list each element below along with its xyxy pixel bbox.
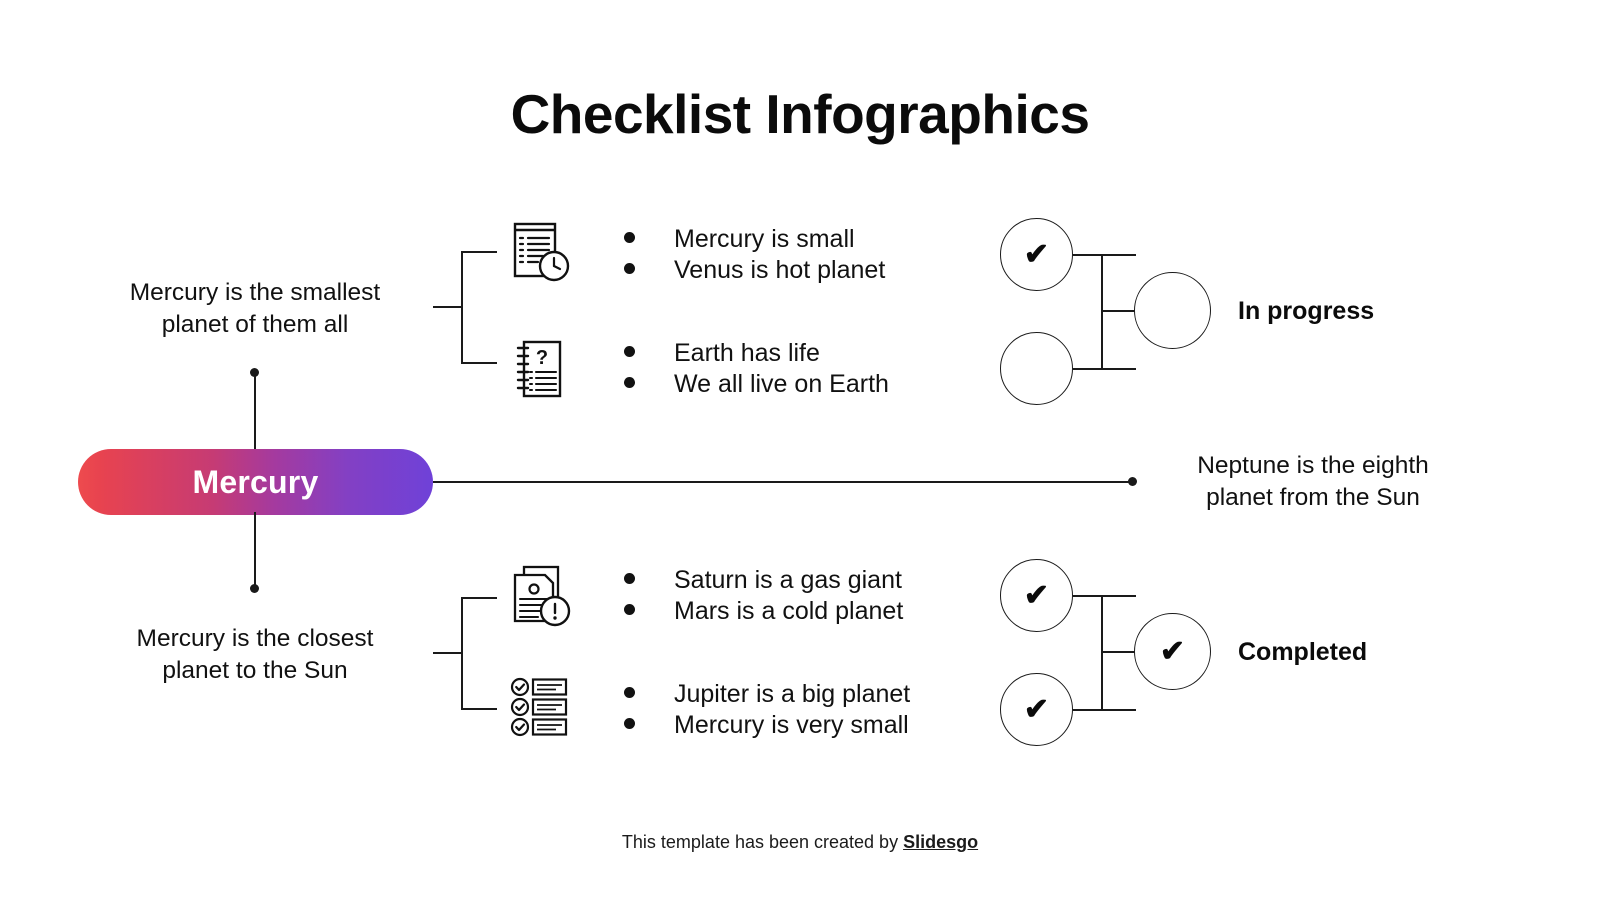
check-icon: ✔: [1023, 237, 1050, 271]
document-alert-icon: [508, 563, 572, 636]
connector-dot-up: [250, 368, 259, 377]
list-item-label: Earth has life: [674, 339, 820, 367]
footer-brand-link[interactable]: Slidesgo: [903, 832, 979, 852]
bullet-dot-icon: [624, 604, 635, 615]
list-item-label: Mercury is small: [674, 225, 855, 253]
list-item-label: Venus is hot planet: [674, 256, 886, 284]
connector-dot-right: [1128, 477, 1137, 486]
check-icon: ✔: [1023, 692, 1050, 726]
left-description-top-line2: planet of them all: [161, 311, 349, 339]
list-item: Jupiter is a big planet: [624, 679, 910, 710]
bullet-dot-icon: [624, 687, 635, 698]
left-description-top-line1: Mercury is the smallest: [129, 279, 381, 306]
center-node-label: Mercury: [192, 463, 319, 500]
cluster-line-bottom: [1073, 709, 1136, 711]
document-clock-icon: [508, 218, 572, 291]
bullet-dot-icon: [624, 573, 635, 584]
svg-text:?: ?: [536, 347, 548, 369]
bullet-dot-icon: [624, 718, 635, 729]
connector-line-right: [433, 481, 1133, 483]
bullet-dot-icon: [624, 232, 635, 243]
left-description-bottom: Mercury is the closest planet to the Sun: [90, 623, 420, 688]
list-item-label: Saturn is a gas giant: [674, 566, 902, 594]
list-item-label: Mars is a cold planet: [674, 597, 904, 625]
status-label-completed: Completed: [1238, 638, 1368, 666]
bullet-list-in-progress-1: Mercury is small Venus is hot planet: [624, 224, 885, 286]
page-title: Checklist Infographics: [510, 83, 1090, 145]
footer-credit: This template has been created by Slides…: [0, 832, 1600, 853]
list-item: Mercury is small: [624, 224, 885, 255]
status-circle-bottom[interactable]: [1000, 332, 1073, 405]
cluster-line-merge: [1101, 651, 1141, 653]
bullet-list-completed-2: Jupiter is a big planet Mercury is very …: [624, 679, 910, 741]
footer-text: This template has been created by: [621, 832, 904, 852]
list-item: Saturn is a gas giant: [624, 565, 903, 596]
checklist-icon: [508, 676, 572, 743]
bullet-dot-icon: [624, 263, 635, 274]
cluster-line-top: [1073, 254, 1136, 256]
cluster-line-vertical: [1101, 254, 1103, 370]
status-circle-merge[interactable]: [1134, 272, 1211, 349]
list-item-label: Mercury is very small: [674, 711, 909, 739]
left-description-bottom-line2: planet to the Sun: [162, 657, 348, 685]
check-icon: ✔: [1159, 634, 1186, 668]
list-item: We all live on Earth: [624, 369, 889, 400]
center-node-mercury[interactable]: Mercury: [78, 449, 433, 515]
connector-line-down: [254, 512, 256, 590]
connector-line-up: [254, 375, 256, 453]
list-item: Venus is hot planet: [624, 255, 885, 286]
status-circle-merge[interactable]: ✔: [1134, 613, 1211, 690]
connector-dot-down: [250, 584, 259, 593]
list-item-label: We all live on Earth: [674, 370, 889, 398]
cluster-line-merge: [1101, 310, 1141, 312]
status-circle-bottom[interactable]: ✔: [1000, 673, 1073, 746]
list-item: Mars is a cold planet: [624, 596, 903, 627]
check-icon: ✔: [1023, 578, 1050, 612]
left-description-top: Mercury is the smallest planet of them a…: [90, 277, 420, 342]
status-circle-top[interactable]: ✔: [1000, 559, 1073, 632]
right-description-line2: planet from the Sun: [1206, 484, 1420, 512]
cluster-line-bottom: [1073, 368, 1136, 370]
cluster-line-vertical: [1101, 595, 1103, 711]
right-description: Neptune is the eighth planet from the Su…: [1148, 450, 1478, 515]
bullet-dot-icon: [624, 377, 635, 388]
left-description-bottom-line1: Mercury is the closest: [136, 625, 374, 652]
status-circle-top[interactable]: ✔: [1000, 218, 1073, 291]
list-item: Mercury is very small: [624, 710, 910, 741]
list-item: Earth has life: [624, 338, 889, 369]
list-item-label: Jupiter is a big planet: [674, 680, 911, 708]
status-label-in-progress: In progress: [1238, 297, 1375, 325]
bullet-list-in-progress-2: Earth has life We all live on Earth: [624, 338, 889, 400]
notebook-question-icon: ?: [512, 338, 572, 407]
bullet-list-completed-1: Saturn is a gas giant Mars is a cold pla…: [624, 565, 903, 627]
cluster-line-top: [1073, 595, 1136, 597]
right-description-line1: Neptune is the eighth: [1197, 452, 1429, 479]
bullet-dot-icon: [624, 346, 635, 357]
